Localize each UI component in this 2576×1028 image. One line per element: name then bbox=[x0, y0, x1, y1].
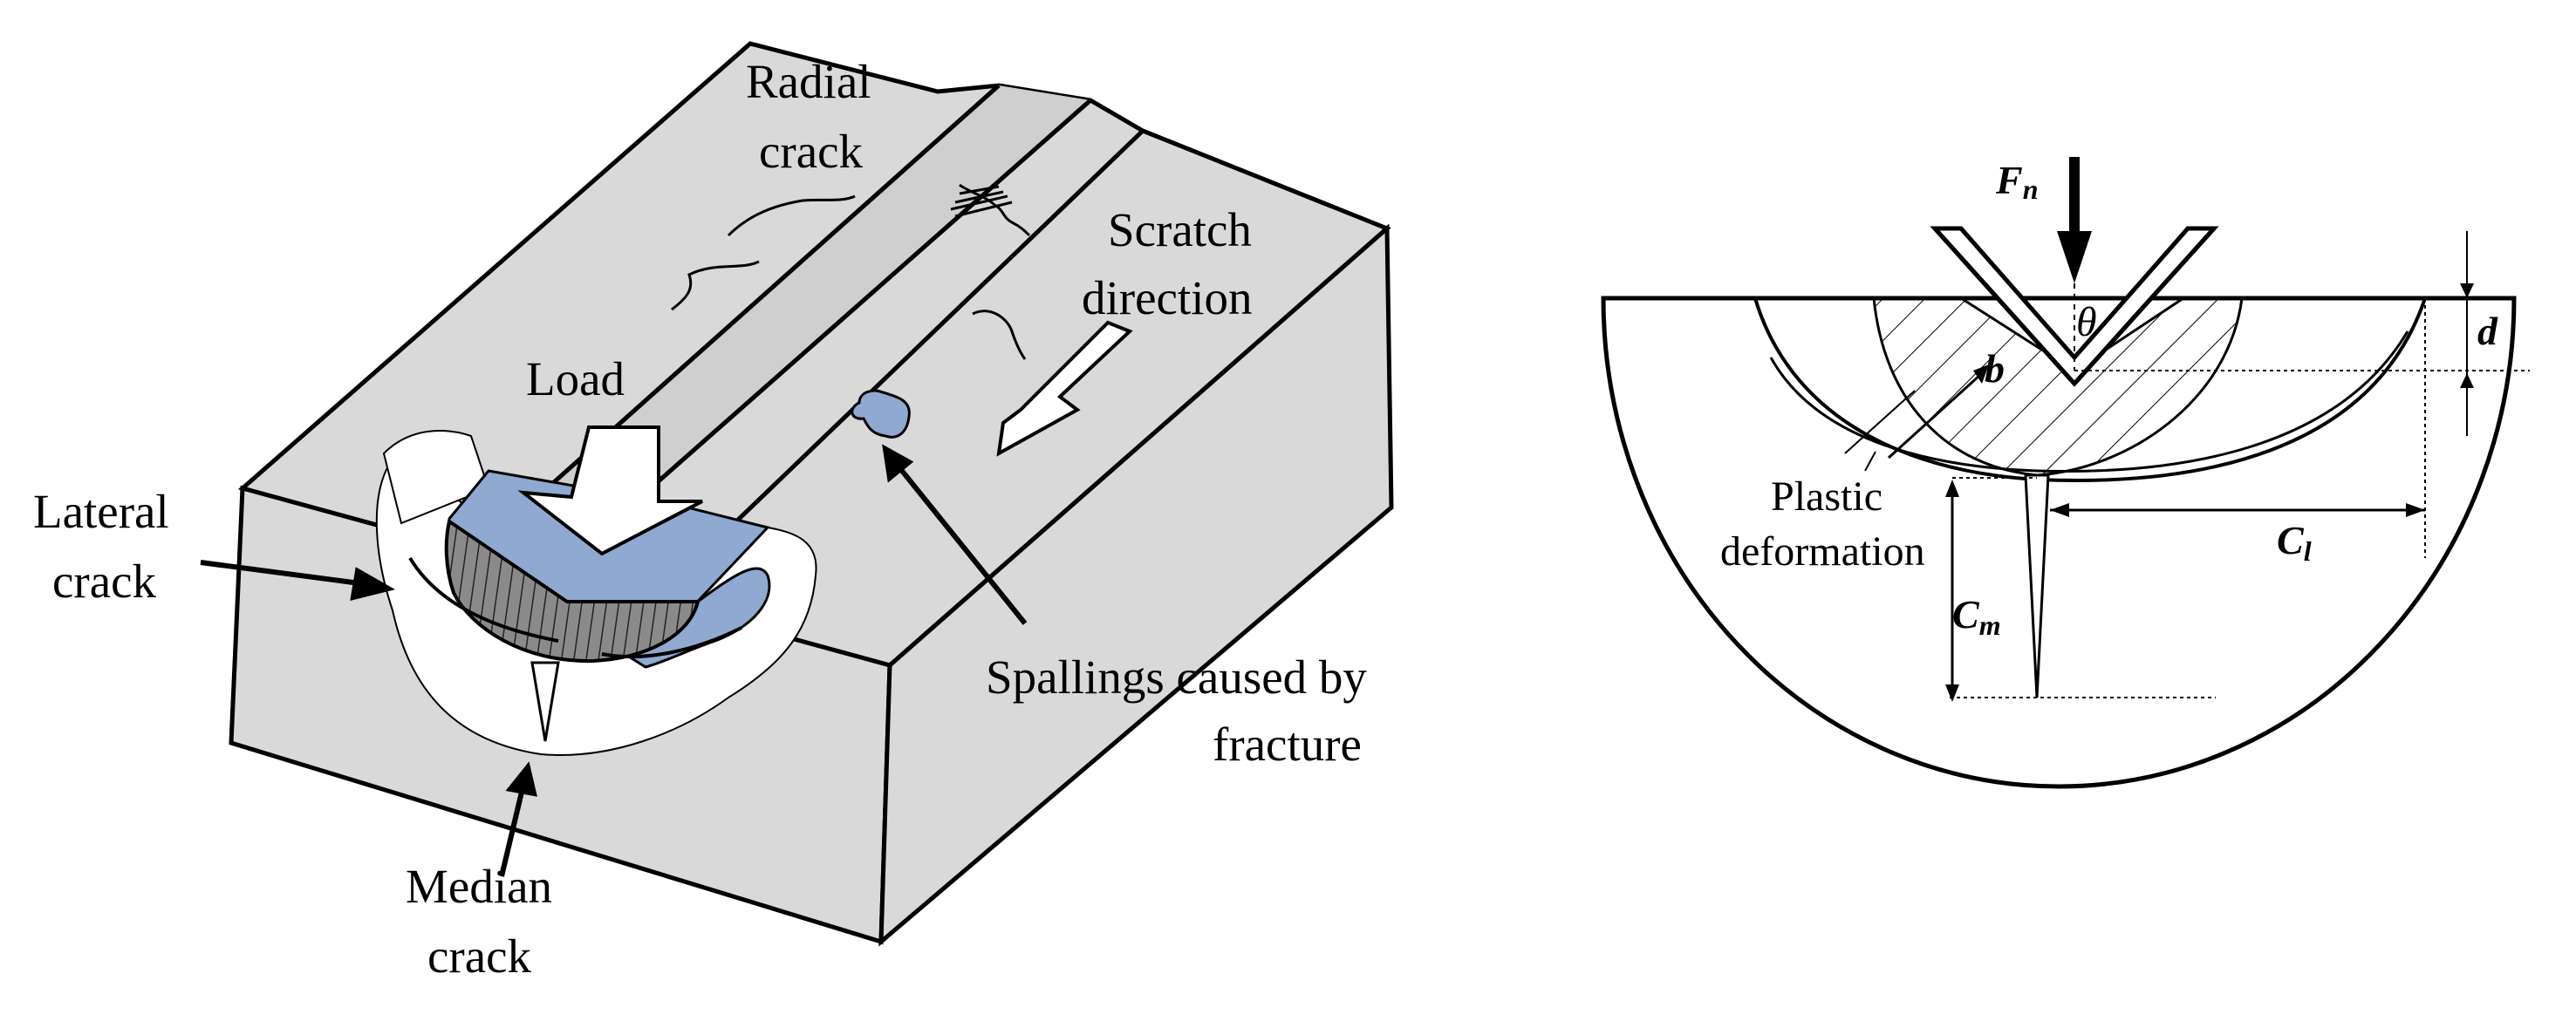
groove-edge bbox=[687, 129, 1145, 568]
load-arrow bbox=[517, 425, 703, 556]
radial-cracks bbox=[671, 183, 1031, 360]
plastic-deformation-zone bbox=[1872, 296, 2244, 477]
lateral-crack-zone-section bbox=[1753, 297, 2427, 482]
spalling-spot bbox=[851, 389, 911, 439]
median-crack-section bbox=[2024, 473, 2050, 698]
leader-arrows bbox=[200, 444, 1028, 877]
load-label: Load bbox=[526, 352, 625, 405]
median-length-label: Cm bbox=[1952, 592, 2001, 641]
lateral-crack-line bbox=[408, 556, 742, 659]
median-crack bbox=[530, 661, 560, 742]
lateral-length-label: Cl bbox=[2277, 518, 2312, 567]
scratch-direction-arrow bbox=[996, 320, 1133, 457]
block-right-face bbox=[878, 223, 1394, 947]
angle-label: θ bbox=[2076, 299, 2097, 345]
b-label: b bbox=[1985, 346, 2005, 391]
scratch-cross-section bbox=[444, 518, 700, 664]
force-label: Fn bbox=[1995, 158, 2038, 205]
depth-label: d bbox=[2477, 309, 2498, 353]
cross-section-diagram bbox=[1601, 157, 2530, 789]
